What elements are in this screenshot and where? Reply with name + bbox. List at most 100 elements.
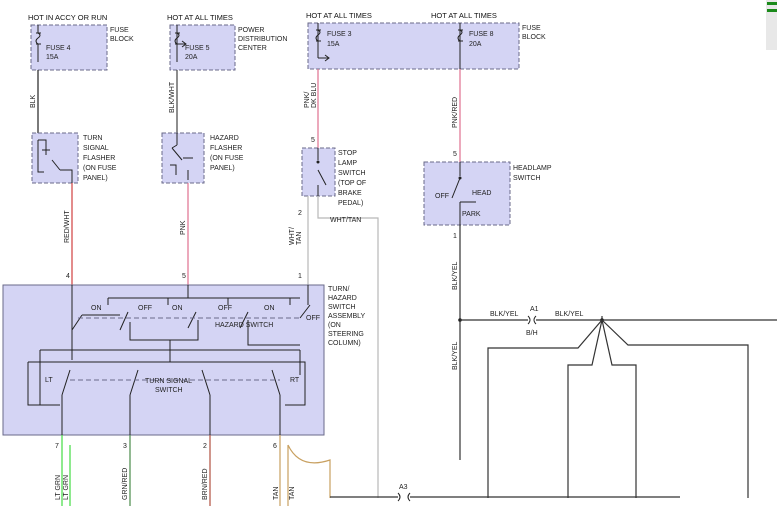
- turn-switch-rt: RT: [290, 377, 300, 384]
- wire-lt-grn: [61, 435, 71, 506]
- fuse-3-8-location-1: FUSE: [522, 25, 541, 32]
- headlamp-switch: OFF HEAD PARK HEADLAMP SWITCH: [423, 161, 552, 226]
- hazard-flasher-label-3: (ON FUSE: [210, 155, 244, 162]
- turn-signal-flasher: TURN SIGNAL FLASHER (ON FUSE PANEL): [31, 132, 117, 184]
- turn-flasher-label-1: TURN: [83, 135, 102, 142]
- headlamp-pos-park: PARK: [462, 211, 481, 218]
- power-label-always-1: HOT AT ALL TIMES: [167, 13, 233, 22]
- wire-label-pnk: PNK/: [304, 92, 311, 108]
- pin-6: 6: [273, 443, 277, 450]
- hazard-on-2: ON: [172, 305, 183, 312]
- hazard-switch-label: HAZARD SWITCH: [215, 322, 273, 329]
- corner-swatch: [766, 0, 777, 50]
- assembly-label-4: ASSEMBLY: [328, 313, 366, 320]
- headlamp-switch-label-2: SWITCH: [513, 175, 541, 182]
- wire-label-blk-yel-4: BLK/YEL: [555, 311, 584, 318]
- wire-label-blk-wht: BLK/WHT: [169, 81, 176, 113]
- fuse-5-name: FUSE 5: [185, 45, 210, 52]
- fuse-5-location-1: POWER: [238, 27, 264, 34]
- fuse-3-rating: 15A: [327, 41, 340, 48]
- pin-assy-5: 5: [182, 273, 186, 280]
- fuse-5-location-3: CENTER: [238, 45, 267, 52]
- wire-blk-yel-branch-left: [487, 319, 603, 498]
- pin-3: 3: [123, 443, 127, 450]
- hazard-off-2: OFF: [218, 305, 232, 312]
- headlamp-pos-off: OFF: [435, 193, 449, 200]
- connector-a3: A3: [399, 484, 408, 491]
- wire-label-blk-yel-1: BLK/YEL: [452, 261, 459, 290]
- wire-label-wht-tan-h: WHT/TAN: [330, 217, 361, 224]
- assembly-label-6: STEERING: [328, 331, 364, 338]
- headlamp-switch-label-1: HEADLAMP: [513, 165, 552, 172]
- wire-label-blk-yel-2: BLK/YEL: [452, 341, 459, 370]
- fuse-4-location-2: BLOCK: [110, 36, 134, 43]
- turn-switch-lt: LT: [45, 377, 53, 384]
- turn-hazard-switch-assembly: ON OFF ON OFF ON OFF HAZARD SWITCH LT RT…: [2, 284, 366, 436]
- wire-tan: [279, 435, 331, 506]
- hazard-flasher: HAZARD FLASHER (ON FUSE PANEL): [161, 132, 244, 184]
- wire-label-blk: BLK: [30, 94, 37, 108]
- assembly-label-3: SWITCH: [328, 304, 356, 311]
- hazard-flasher-label-1: HAZARD: [210, 135, 239, 142]
- assembly-label-7: COLUMN): [328, 340, 361, 347]
- power-label-always-3: HOT AT ALL TIMES: [431, 11, 497, 20]
- hazard-on-1: ON: [91, 305, 102, 312]
- power-label-accy-run: HOT IN ACCY OR RUN: [28, 13, 107, 22]
- wire-blk-yel-branch-far: [601, 319, 749, 498]
- fuse-4-location-1: FUSE: [110, 27, 129, 34]
- pin-assy-1: 1: [298, 273, 302, 280]
- fuse-4-name: FUSE 4: [46, 45, 71, 52]
- hazard-flasher-label-2: FLASHER: [210, 145, 242, 152]
- turn-flasher-label-3: FLASHER: [83, 155, 115, 162]
- wire-wht-tan-run: [317, 196, 379, 498]
- pin-7: 7: [55, 443, 59, 450]
- wire-label-pnk-2: PNK: [180, 220, 187, 235]
- fuse-3-8-block: FUSE 3 15A FUSE 8 20A FUSE BLOCK: [307, 22, 546, 70]
- fuse-3-8-location-2: BLOCK: [522, 34, 546, 41]
- stop-switch-label-4: (TOP OF: [338, 180, 366, 187]
- fuse-5-rating: 20A: [185, 54, 198, 61]
- pin-assy-4: 4: [66, 273, 70, 280]
- wire-blk-yel-branch-mid: [567, 319, 603, 498]
- turn-switch-label-2: SWITCH: [155, 387, 183, 394]
- turn-switch-label-1: TURN SIGNAL: [145, 378, 192, 385]
- wire-label-dkblu: DK BLU: [311, 83, 318, 108]
- fuse-5-block: FUSE 5 20A POWER DISTRIBUTION CENTER: [169, 24, 287, 71]
- assembly-label-5: (ON: [328, 322, 341, 329]
- wire-label-tan-1: TAN: [273, 487, 280, 500]
- wire-blk-yel-branch-right: [601, 319, 637, 498]
- turn-flasher-label-2: SIGNAL: [83, 145, 109, 152]
- pin-stop-2: 2: [298, 210, 302, 217]
- connector-bh: B/H: [526, 330, 538, 337]
- wire-label-grn-red: GRN/RED: [122, 468, 129, 500]
- fuse-8-rating: 20A: [469, 41, 482, 48]
- fuse-4-block: FUSE 4 15A FUSE BLOCK: [30, 24, 134, 71]
- wire-label-lt-grn-1: LT GRN: [55, 475, 62, 500]
- fuse-5-location-2: DISTRIBUTION: [238, 36, 287, 43]
- wire-label-blk-yel-3: BLK/YEL: [490, 311, 519, 318]
- wire-label-pnk-red: PNK/RED: [452, 97, 459, 128]
- pin-head-5: 5: [453, 151, 457, 158]
- stop-lamp-switch: STOP LAMP SWITCH (TOP OF BRAKE PEDAL): [301, 147, 366, 207]
- wire-label-lt-grn-2: LT GRN: [63, 475, 70, 500]
- headlamp-pos-head: HEAD: [472, 190, 491, 197]
- wire-label-tan-2: TAN: [289, 487, 296, 500]
- hazard-on-3: ON: [264, 305, 275, 312]
- fuse-4-rating: 15A: [46, 54, 59, 61]
- stop-switch-label-5: BRAKE: [338, 190, 362, 197]
- wire-label-red-wht: RED/WHT: [64, 210, 71, 243]
- assembly-label-2: HAZARD: [328, 295, 357, 302]
- stop-switch-label-2: LAMP: [338, 160, 357, 167]
- stop-switch-label-3: SWITCH: [338, 170, 366, 177]
- turn-flasher-label-5: PANEL): [83, 175, 108, 182]
- stop-switch-label-6: PEDAL): [338, 200, 363, 207]
- wire-label-wht: WHT/: [289, 227, 296, 245]
- hazard-flasher-label-4: PANEL): [210, 165, 235, 172]
- hazard-off-1: OFF: [138, 305, 152, 312]
- fuse-3-name: FUSE 3: [327, 31, 352, 38]
- connector-a1: A1: [530, 306, 539, 313]
- hazard-off-3: OFF: [306, 315, 320, 322]
- pin-stop-5: 5: [311, 137, 315, 144]
- fuse-8-name: FUSE 8: [469, 31, 494, 38]
